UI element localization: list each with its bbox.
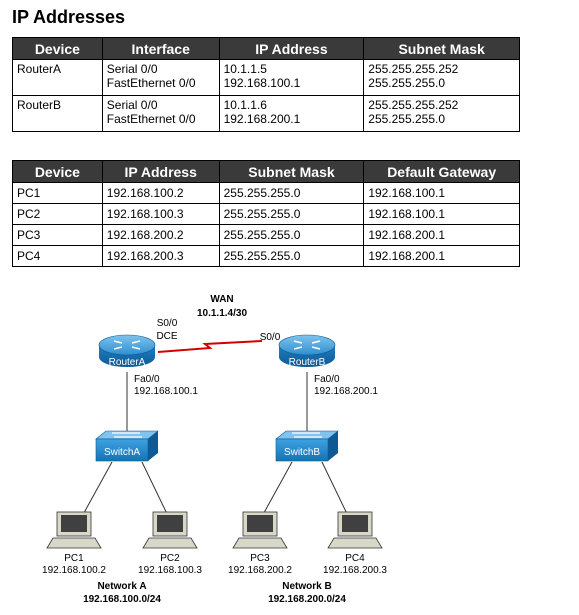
table-row: PC1 192.168.100.2 255.255.255.0 192.168.… — [12, 182, 520, 204]
router-a-fa-label: Fa0/0 — [134, 374, 160, 385]
wan-network-label: 10.1.1.4/30 — [197, 308, 247, 319]
pc1-icon — [46, 511, 102, 549]
router-a-serial-label: S0/0 — [157, 318, 178, 329]
pc2-name-label: PC2 — [160, 553, 180, 564]
device-cell: RouterB — [12, 95, 103, 132]
table-row: PC4 192.168.200.3 255.255.255.0 192.168.… — [12, 245, 520, 267]
ethernet-links — [79, 372, 351, 521]
network-b-subnet: 192.168.200.0/24 — [268, 594, 346, 605]
router-b-fa-ip-label: 192.168.200.1 — [314, 386, 378, 397]
table-row: PC2 192.168.100.3 255.255.255.0 192.168.… — [12, 203, 520, 225]
pc3-name-label: PC3 — [250, 553, 270, 564]
column-header: IP Address — [101, 160, 220, 183]
pc1-ip-label: 192.168.100.2 — [42, 565, 106, 576]
switch-b-label: SwitchB — [284, 447, 320, 458]
pc3-ip-label: 192.168.200.2 — [228, 565, 292, 576]
gateway-cell: 192.168.100.1 — [363, 182, 520, 204]
column-header: Device — [12, 37, 103, 60]
device-cell: RouterA — [12, 59, 103, 96]
router-b-fa-label: Fa0/0 — [314, 374, 340, 385]
pc4-ip-label: 192.168.200.3 — [323, 565, 387, 576]
pc2-ip-label: 192.168.100.3 — [138, 565, 202, 576]
column-header: IP Address — [218, 37, 365, 60]
column-header: Subnet Mask — [363, 37, 520, 60]
device-cell: PC4 — [12, 245, 103, 267]
router-a-label: RouterA — [109, 357, 146, 368]
wan-serial-link — [157, 340, 263, 353]
column-header: Default Gateway — [363, 160, 520, 183]
network-a-subnet: 192.168.100.0/24 — [83, 594, 161, 605]
mask-cell: 255.255.255.0 — [218, 245, 365, 267]
link-switcha-pc2 — [141, 461, 171, 521]
pc3-icon — [232, 511, 288, 549]
gateway-cell: 192.168.100.1 — [363, 203, 520, 225]
router-a-fa-ip-label: 192.168.100.1 — [134, 386, 198, 397]
link-switchb-pc4 — [321, 461, 351, 521]
pc4-name-label: PC4 — [345, 553, 365, 564]
network-a-name: Network A — [97, 581, 146, 592]
wan-label: WAN — [210, 294, 233, 305]
router-address-table: Device Interface IP Address Subnet Mask … — [12, 37, 520, 132]
table-header-row: Device Interface IP Address Subnet Mask — [12, 37, 520, 60]
mask-cell: 255.255.255.0 — [218, 203, 365, 225]
page-title: IP Addresses — [12, 7, 126, 27]
router-b-serial-label: S0/0 — [260, 332, 281, 343]
pc2-icon — [142, 511, 198, 549]
switch-b-icon — [275, 430, 339, 462]
pc4-icon — [327, 511, 383, 549]
column-header: Interface — [101, 37, 220, 60]
router-b-label: RouterB — [289, 357, 326, 368]
table-header-row: Device IP Address Subnet Mask Default Ga… — [12, 160, 520, 183]
pc-address-table: Device IP Address Subnet Mask Default Ga… — [12, 160, 520, 267]
column-header: Subnet Mask — [218, 160, 365, 183]
mask-cell: 255.255.255.0 — [218, 182, 365, 204]
network-b-name: Network B — [282, 581, 331, 592]
mask-cell: 255.255.255.0 — [218, 224, 365, 246]
switch-a-label: SwitchA — [104, 447, 140, 458]
pc1-name-label: PC1 — [64, 553, 84, 564]
link-switchb-pc3 — [259, 461, 293, 521]
router-a-dce-label: DCE — [156, 331, 177, 342]
link-switcha-pc1 — [79, 461, 113, 521]
switch-a-icon — [95, 430, 159, 462]
router-b-icon — [278, 334, 336, 367]
gateway-cell: 192.168.200.1 — [363, 245, 520, 267]
ip-cell: 192.168.200.3 — [101, 245, 220, 267]
router-a-icon — [98, 334, 156, 367]
